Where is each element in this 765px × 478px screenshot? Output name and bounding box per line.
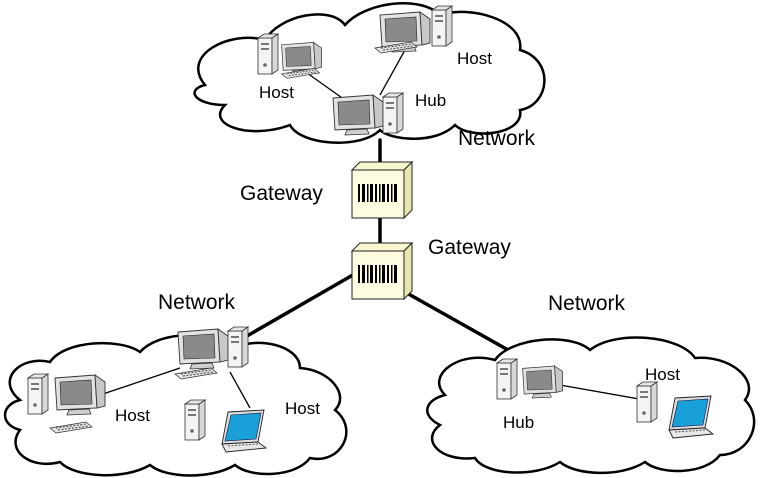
right-network-label: Network	[548, 292, 626, 315]
upper-gateway-icon	[351, 161, 413, 219]
top-host-right-label: Host	[457, 49, 492, 68]
top-network-label: Network	[458, 127, 536, 150]
right-network-cloud: Hub Host	[426, 336, 756, 475]
top-hub-label: Hub	[415, 91, 446, 110]
left-network-cloud: Host Host	[3, 326, 348, 477]
right-host-label: Host	[645, 365, 680, 384]
right-hub-label: Hub	[503, 413, 534, 432]
lower-gateway-label: Gateway	[428, 236, 511, 259]
lower-gateway-icon	[351, 242, 413, 300]
link-lower-gateway-to-left-network	[238, 270, 360, 342]
top-hub-computer-icon	[332, 92, 404, 136]
upper-gateway-label: Gateway	[240, 182, 323, 205]
left-host-right-label: Host	[285, 399, 320, 418]
left-network-label: Network	[158, 291, 236, 314]
top-network-cloud: Host Host Hub	[193, 2, 546, 144]
top-host-left-label: Host	[259, 83, 294, 102]
link-lower-gateway-to-right-network	[403, 290, 519, 357]
left-host-left-label: Host	[115, 406, 150, 425]
